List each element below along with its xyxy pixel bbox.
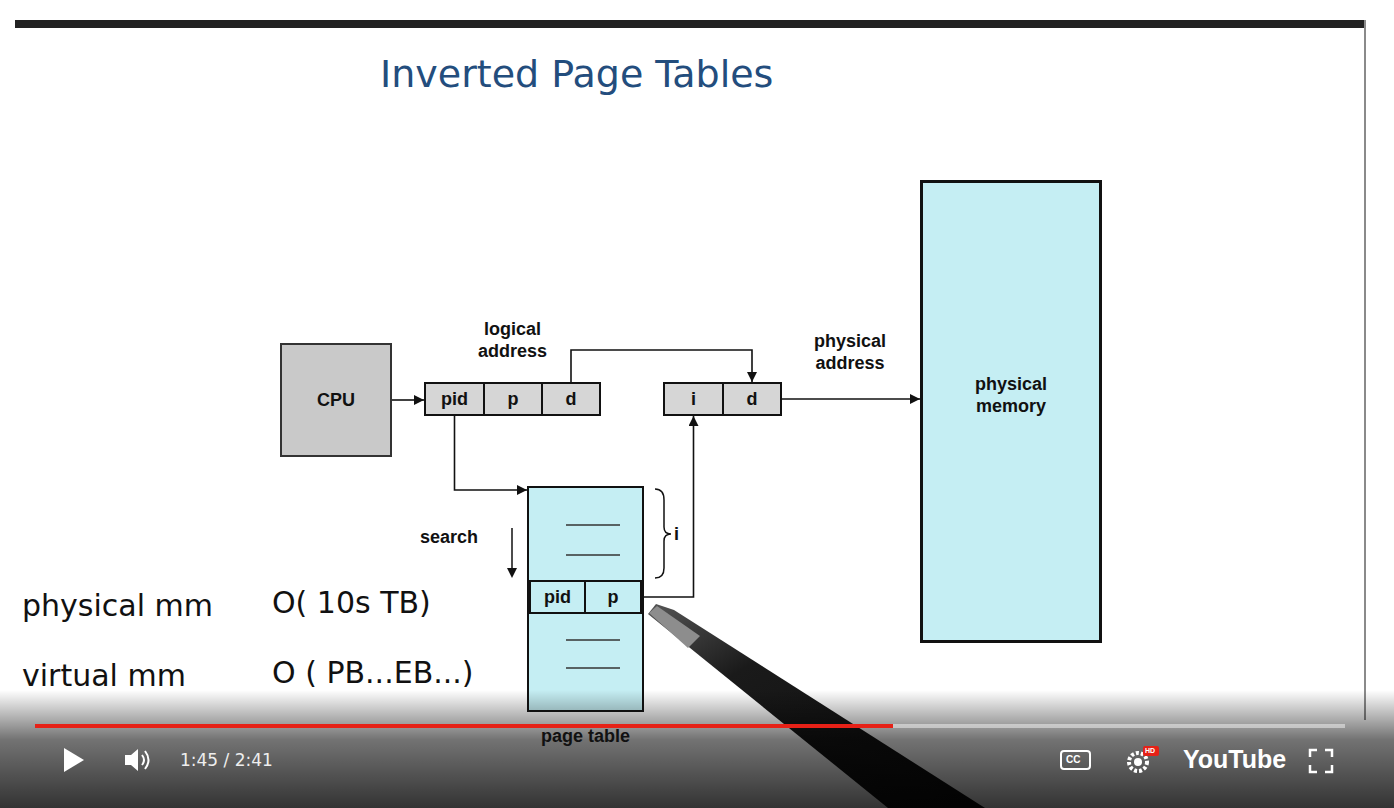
brace (655, 489, 671, 578)
handwritten-note: virtual mm (22, 658, 186, 693)
progress-track (35, 724, 1345, 728)
fullscreen-icon (1310, 750, 1332, 772)
frame-strip (15, 20, 1365, 28)
node-text: pid (544, 587, 571, 608)
memory-box: physical memory (920, 180, 1102, 643)
address-field: p (483, 382, 543, 416)
volume-wave (145, 751, 149, 769)
table-entry-field: p (584, 580, 642, 614)
table-row-line (566, 667, 620, 669)
pen-tip (649, 606, 700, 648)
gear-icon (1134, 758, 1142, 766)
node-text: i (691, 389, 696, 410)
volume-icon (125, 749, 138, 771)
page-table-fill (528, 487, 643, 711)
node-text: page table (541, 726, 630, 747)
address-field: d (722, 382, 782, 416)
node-text: logical address (458, 318, 568, 362)
node-text: pid (441, 389, 468, 410)
address-field: pid (424, 382, 485, 416)
table-row-line (566, 639, 620, 641)
node-text: p (508, 389, 519, 410)
player-logo: YouTube (1183, 745, 1286, 774)
handwritten-note: O ( PB...EB...) (272, 655, 474, 690)
arrow-connector (571, 350, 752, 382)
play-icon (64, 748, 84, 772)
hd-badge (1143, 746, 1159, 756)
arrow-connector (392, 399, 424, 401)
handwritten-note: physical mm (22, 588, 213, 623)
volume-wave (142, 755, 144, 765)
node-text: p (608, 587, 619, 608)
edge-label: physical address (795, 330, 905, 374)
search-label: search (420, 527, 478, 548)
cpu-box: CPU (280, 343, 392, 457)
table-row-line (566, 554, 620, 556)
node-text: d (747, 389, 758, 410)
hd-label: HD (1145, 747, 1155, 754)
index-label: i (674, 524, 679, 545)
page-table: page tablepidp (527, 486, 644, 712)
table-entry-field: pid (529, 580, 586, 614)
search-arrow (511, 528, 513, 568)
table-row-line (566, 524, 620, 526)
address-group: logical address pid p d (424, 318, 601, 416)
arrow-connector (642, 416, 694, 597)
node-text: d (566, 389, 577, 410)
address-field: d (541, 382, 601, 416)
address-field: i (663, 382, 724, 416)
video-time: 1:45 / 2:41 (180, 750, 273, 770)
node-text: physical memory (956, 373, 1066, 417)
node-text: CPU (317, 390, 355, 411)
arrow-connector (782, 398, 920, 400)
progress-played (35, 724, 893, 728)
cc-icon (1061, 751, 1090, 769)
slide-title: Inverted Page Tables (380, 52, 773, 96)
handwritten-note: O( 10s TB) (272, 585, 431, 620)
cc-label: CC (1066, 754, 1080, 765)
search-arrowhead (507, 568, 517, 578)
arrow-connector (455, 416, 528, 490)
player-shade (0, 690, 1394, 808)
frame-edge (1364, 20, 1366, 720)
